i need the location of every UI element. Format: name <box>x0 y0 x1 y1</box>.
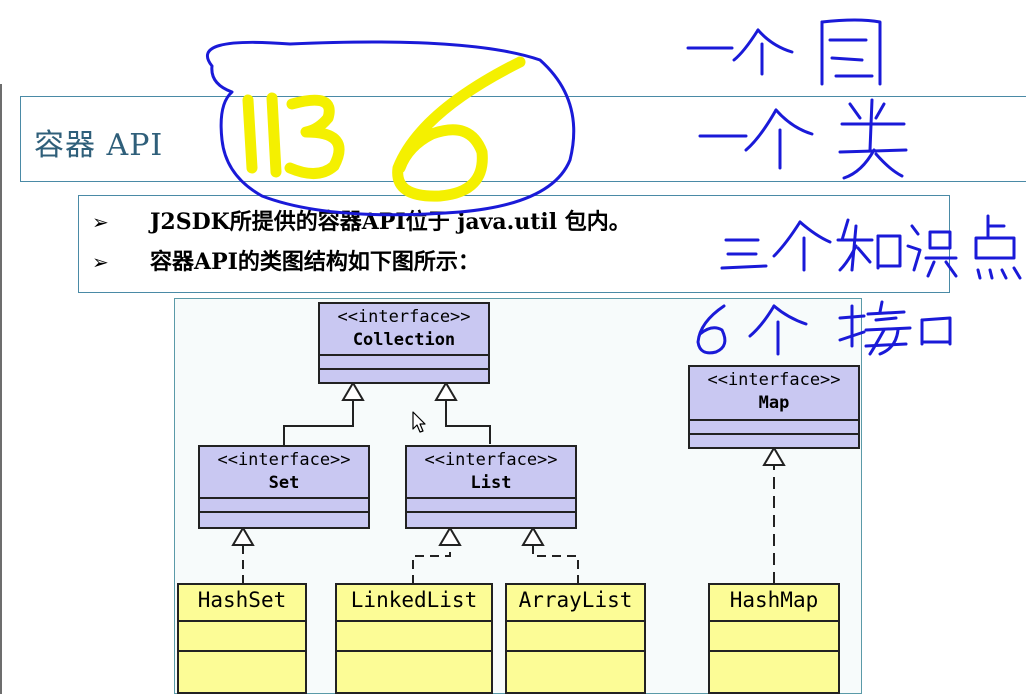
handwritten-yi-ge-tu <box>686 18 882 86</box>
ink-circle-stroke <box>205 40 576 217</box>
class-hashmap: HashMap <box>708 583 840 694</box>
arraylist-to-list-edge <box>532 545 579 584</box>
class-name: ArrayList <box>507 585 644 622</box>
arrowhead-bullet-icon: ➢ <box>92 210 109 234</box>
triangle-arrow-icon <box>231 526 255 546</box>
triangle-arrow-icon <box>341 381 365 401</box>
triangle-arrow-icon <box>762 446 786 466</box>
class-name: LinkedList <box>337 585 491 622</box>
interface-name: Set <box>268 473 300 493</box>
handwritten-san-ge-zhi-shi-dian <box>720 214 1022 280</box>
stereotype-label: <<interface>> <box>707 370 841 390</box>
class-arraylist: ArrayList <box>505 583 646 694</box>
slide-title: 容器 API <box>34 128 164 163</box>
interface-set: <<interface>> Set <box>198 445 370 529</box>
mouse-pointer-icon <box>412 411 426 433</box>
set-to-collection-edge <box>283 400 354 447</box>
stereotype-label: <<interface>> <box>217 450 351 470</box>
title-frame <box>20 96 1026 182</box>
list-to-collection-edge <box>445 400 491 444</box>
class-name: HashMap <box>710 585 838 622</box>
class-hashset: HashSet <box>177 583 307 694</box>
interface-map: <<interface>> Map <box>688 365 860 449</box>
stereotype-label: <<interface>> <box>424 450 558 470</box>
bullet-item-2: ➢ 容器API的类图结构如下图所示： <box>92 244 480 276</box>
stereotype-label: <<interface>> <box>337 307 471 327</box>
handwritten-1136 <box>242 56 526 202</box>
interface-name: Map <box>758 393 790 413</box>
interface-name: List <box>470 473 512 493</box>
interface-collection: <<interface>> Collection <box>318 302 490 384</box>
arrowhead-bullet-icon: ➢ <box>92 250 109 274</box>
bullet-text: 容器API的类图结构如下图所示： <box>150 249 480 275</box>
triangle-arrow-icon <box>521 526 545 546</box>
class-name: HashSet <box>179 585 305 622</box>
handwritten-yi-ge-lei <box>698 98 908 180</box>
class-linkedlist: LinkedList <box>335 583 493 694</box>
interface-list: <<interface>> List <box>405 445 577 529</box>
triangle-arrow-icon <box>438 526 462 546</box>
left-edge-line <box>0 84 2 694</box>
linkedlist-to-list-edge <box>412 545 451 584</box>
handwritten-6-ge-jie-kou <box>696 300 952 356</box>
interface-name: Collection <box>352 330 456 350</box>
triangle-arrow-icon <box>434 381 458 401</box>
